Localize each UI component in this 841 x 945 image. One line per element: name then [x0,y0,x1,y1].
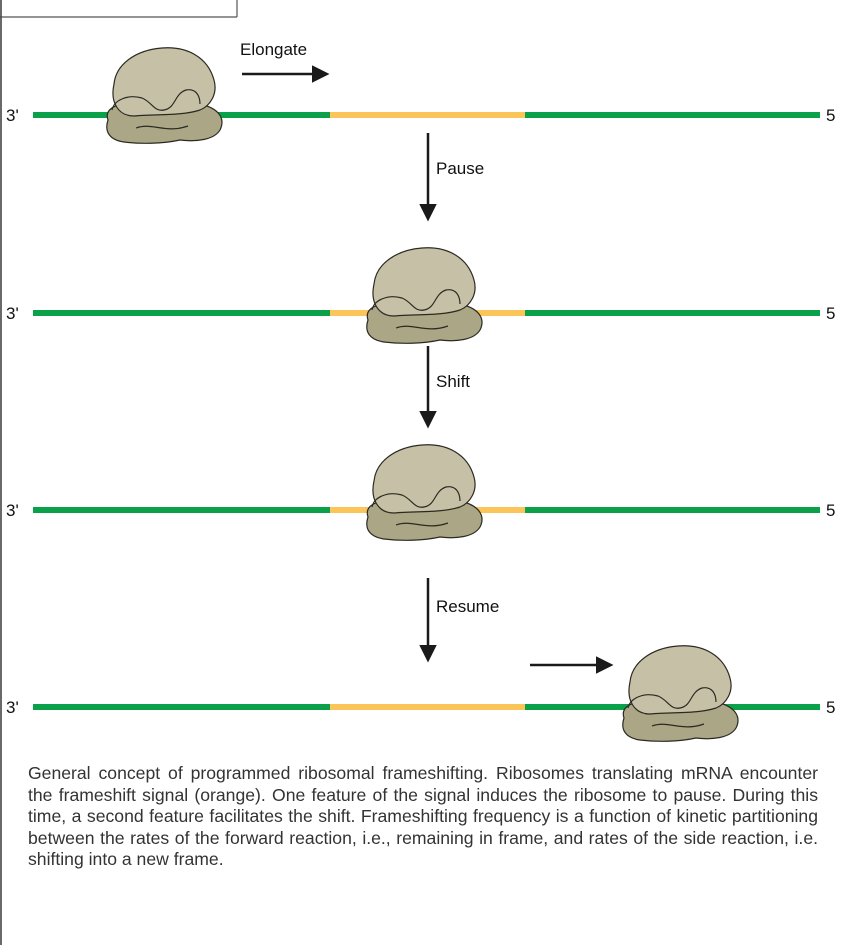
five-prime-label: 5 [826,106,835,125]
pause-label: Pause [436,159,484,178]
three-prime-label: 3' [6,698,19,717]
three-prime-label: 3' [6,106,19,125]
elongate-label: Elongate [240,40,307,59]
ribosome-2 [367,248,482,344]
shift-label: Shift [436,372,470,391]
ribosome-3 [367,445,482,541]
resume-label: Resume [436,597,499,616]
ribosome-4 [623,646,738,742]
figure-caption: General concept of programmed ribosomal … [28,763,818,871]
five-prime-label: 5 [826,501,835,520]
five-prime-label: 5 [826,304,835,323]
five-prime-label: 5 [826,698,835,717]
three-prime-label: 3' [6,304,19,323]
ribosome-1 [107,48,222,144]
three-prime-label: 3' [6,501,19,520]
